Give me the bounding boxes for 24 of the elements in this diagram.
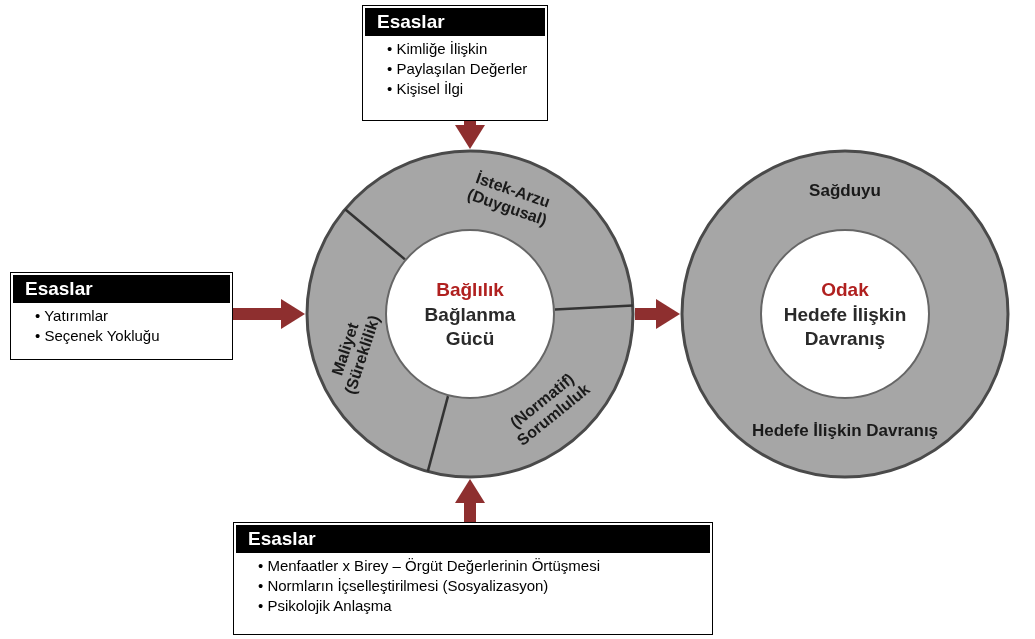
bullet-item: • Seçenek Yokluğu: [35, 326, 161, 346]
ring-label: Hedefe İlişkin Davranış: [751, 421, 939, 441]
bullet-item: • Kişisel İlgi: [387, 79, 465, 99]
box-heading: Esaslar: [13, 275, 230, 303]
arrow: [455, 479, 485, 522]
bullet-item: • Normların İçselleştirilmesi (Sosyalizasyon): [258, 576, 550, 596]
arrow: [455, 121, 485, 149]
bullet-item: • Paylaşılan Değerler: [387, 59, 529, 79]
bullet-item: • Menfaatler x Birey – Örgüt Değerlerinin Örtüşmesi: [258, 556, 602, 576]
bullet-item: • Kimliğe İlişkin: [387, 39, 489, 59]
bullet-item: • Yatırımlar: [35, 306, 110, 326]
center-text: Hedefe İlişkin Davranış: [782, 303, 908, 351]
center-text: Bağlanma Gücü: [423, 303, 517, 351]
info-box: [362, 5, 548, 121]
box-heading: Esaslar: [365, 8, 545, 36]
info-box: [10, 272, 233, 360]
info-box: [233, 522, 713, 635]
arrow: [233, 299, 305, 329]
arrow: [635, 299, 680, 329]
bullet-item: • Psikolojik Anlaşma: [258, 596, 393, 616]
box-heading: Esaslar: [236, 525, 710, 553]
center-heading: Bağlılık: [436, 278, 504, 302]
ring-label: Sağduyu: [809, 181, 881, 201]
center-heading: Odak: [821, 278, 869, 302]
